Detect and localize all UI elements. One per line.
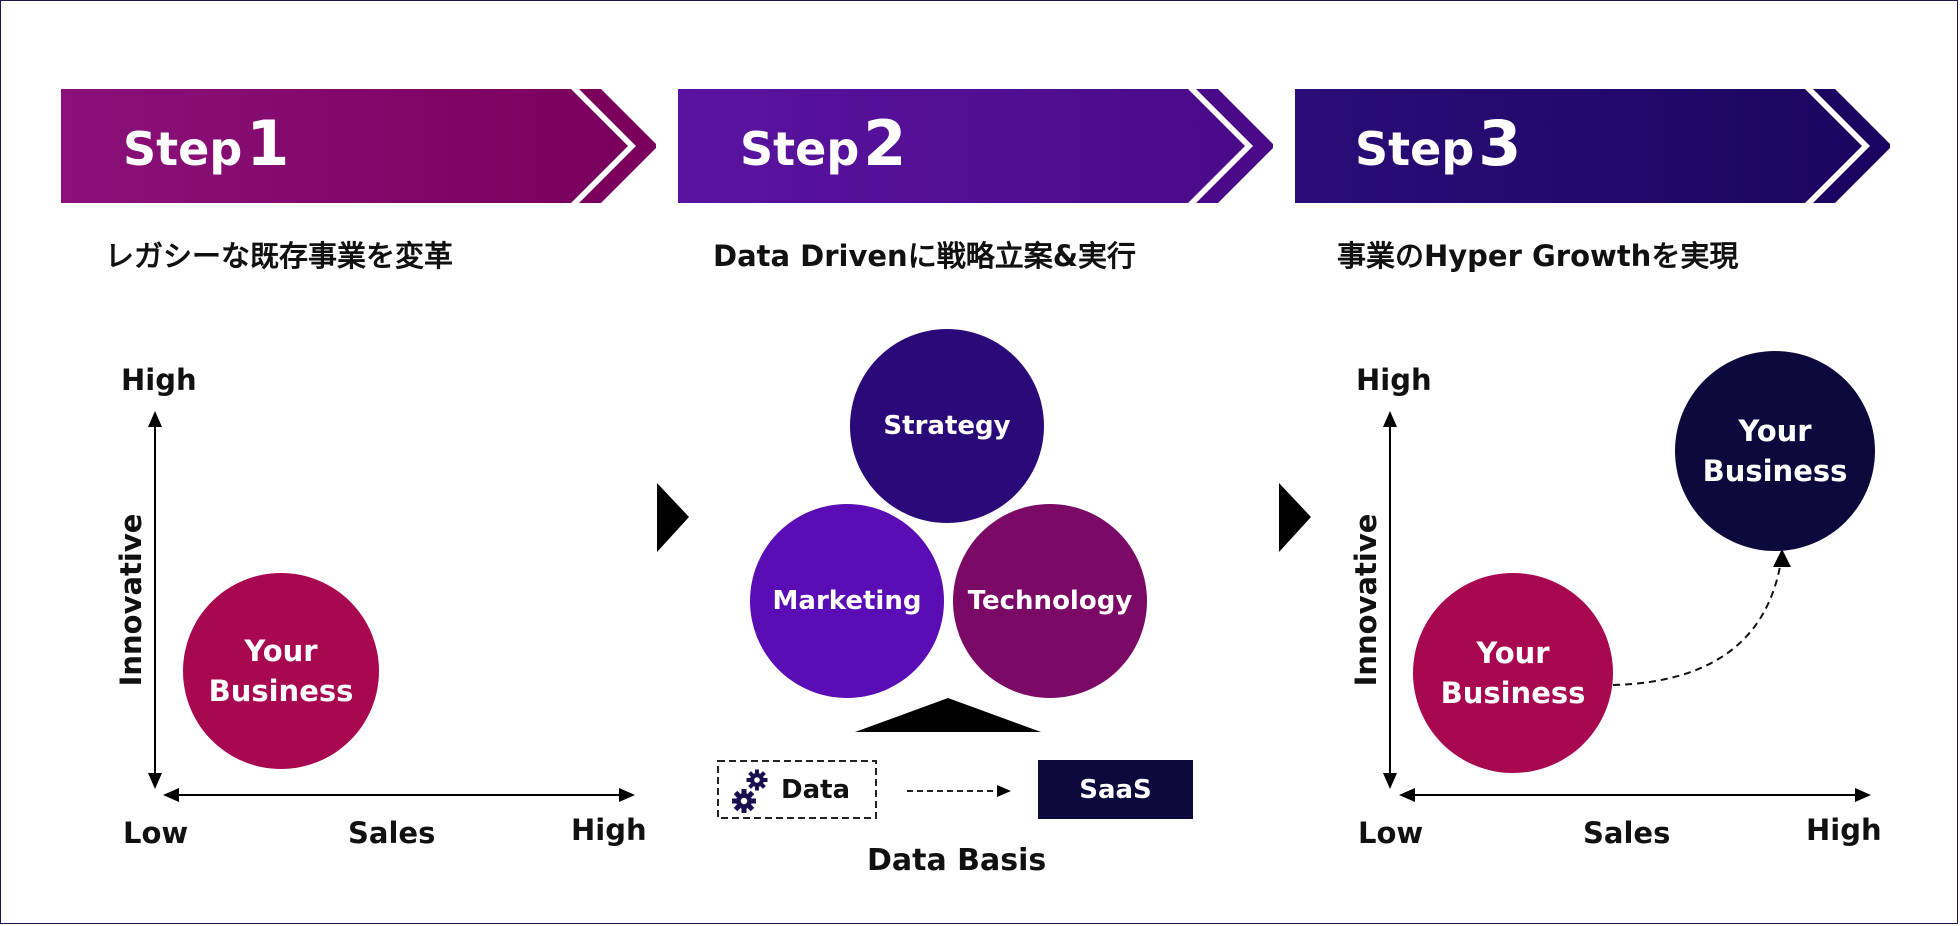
- matrix-1-x-low: Low: [123, 816, 189, 850]
- step-1-subtitle: レガシーな既存事業を変革: [105, 239, 454, 273]
- technology-circle: Technology: [953, 504, 1147, 698]
- your-business-end-bubble: Your Business: [1675, 351, 1875, 551]
- pillar-base-triangle: [855, 698, 1041, 732]
- matrix-3-axes: [1383, 411, 1871, 802]
- your-business-bubble: Your Business: [183, 573, 379, 769]
- marketing-circle: Marketing: [750, 504, 944, 698]
- step-3-banner: Step3: [1295, 89, 1890, 203]
- matrix-1-axes: [148, 411, 635, 802]
- step-2-banner: Step2: [678, 89, 1273, 203]
- your-business-start-bubble: Your Business: [1413, 573, 1613, 773]
- step-2-label: Step2: [740, 107, 907, 180]
- strategy-circle: Strategy: [850, 329, 1044, 523]
- matrix-3-y-label: Innovative: [1349, 513, 1383, 687]
- data-basis-title: Data Basis: [867, 843, 1047, 878]
- step-3-label: Step3: [1355, 107, 1522, 180]
- step-2-subtitle: Data Drivenに戦略立案&実行: [713, 239, 1136, 273]
- next-step-arrow-1: [657, 483, 689, 552]
- matrix-3-y-high: High: [1356, 363, 1432, 397]
- gear-icon: [732, 769, 768, 813]
- step-3-subtitle: 事業のHyper Growthを実現: [1337, 239, 1739, 273]
- matrix-3-x-low: Low: [1358, 816, 1424, 850]
- matrix-1-x-label: Sales: [348, 816, 436, 850]
- next-step-arrow-2: [1279, 483, 1311, 552]
- matrix-3-x-high: High: [1806, 813, 1882, 847]
- matrix-1-y-high: High: [121, 363, 197, 397]
- matrix-1-y-label: Innovative: [114, 513, 148, 687]
- matrix-3-x-label: Sales: [1583, 816, 1671, 850]
- matrix-1-x-high: High: [571, 813, 647, 847]
- data-label: Data: [781, 775, 851, 805]
- step-1-label: Step1: [123, 107, 290, 180]
- step-1-banner: Step1: [61, 89, 656, 203]
- saas-box: SaaS: [1038, 760, 1193, 819]
